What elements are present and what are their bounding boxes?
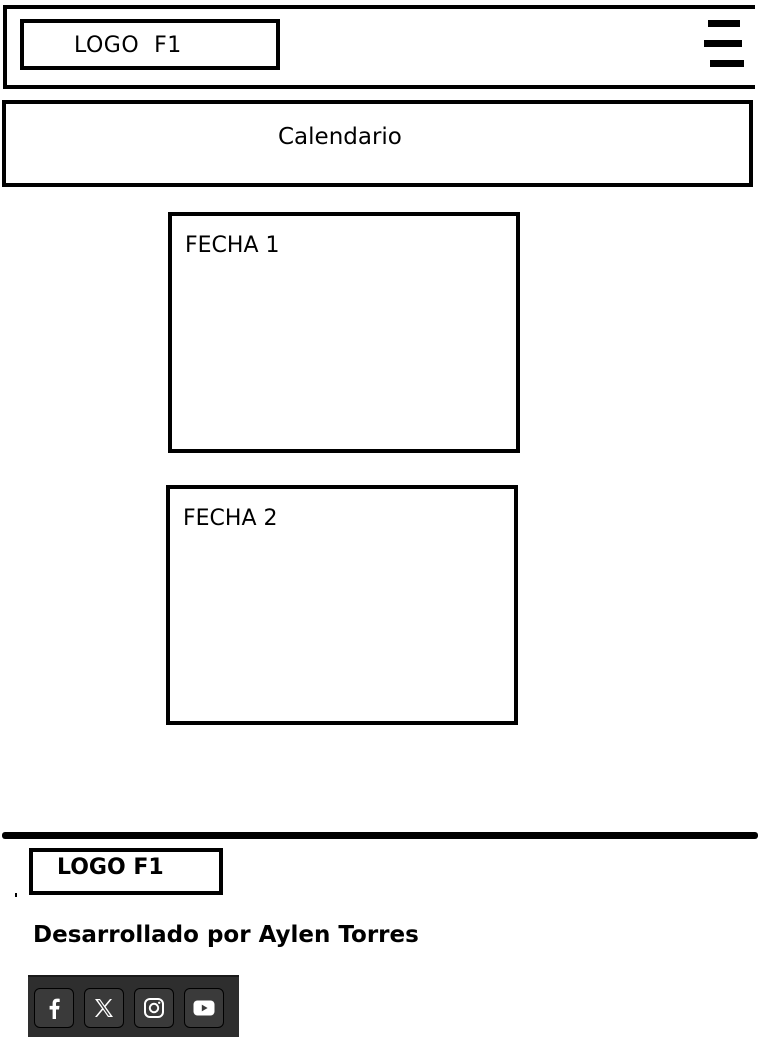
instagram-button[interactable]: [134, 988, 174, 1028]
x-twitter-button[interactable]: [84, 988, 124, 1028]
facebook-icon: [49, 998, 60, 1019]
facebook-button[interactable]: [34, 988, 74, 1028]
footer-mark: [15, 893, 17, 897]
date-card-label: FECHA 1: [185, 233, 280, 258]
site-header: [3, 5, 755, 89]
footer-logo-text: LOGO F1: [57, 855, 164, 880]
hamburger-menu-icon[interactable]: [704, 18, 744, 70]
page-title: Calendario: [278, 124, 402, 150]
footer-divider: [2, 832, 758, 839]
hamburger-bar: [704, 40, 742, 47]
social-links-bar: [28, 975, 239, 1037]
youtube-button[interactable]: [184, 988, 224, 1028]
instagram-icon: [144, 998, 164, 1018]
x-twitter-icon: [95, 999, 113, 1017]
hamburger-bar: [708, 20, 740, 27]
date-card-2[interactable]: FECHA 2: [166, 485, 518, 725]
calendar-title-bar: Calendario: [2, 100, 753, 187]
header-logo[interactable]: LOGO F1: [20, 19, 280, 70]
header-logo-text: LOGO F1: [74, 33, 182, 58]
footer-logo[interactable]: LOGO F1: [29, 848, 223, 895]
footer-credit: Desarrollado por Aylen Torres: [33, 922, 419, 948]
youtube-icon: [193, 1000, 215, 1016]
date-card-1[interactable]: FECHA 1: [168, 212, 520, 453]
hamburger-bar: [710, 60, 744, 67]
date-card-label: FECHA 2: [183, 506, 278, 531]
